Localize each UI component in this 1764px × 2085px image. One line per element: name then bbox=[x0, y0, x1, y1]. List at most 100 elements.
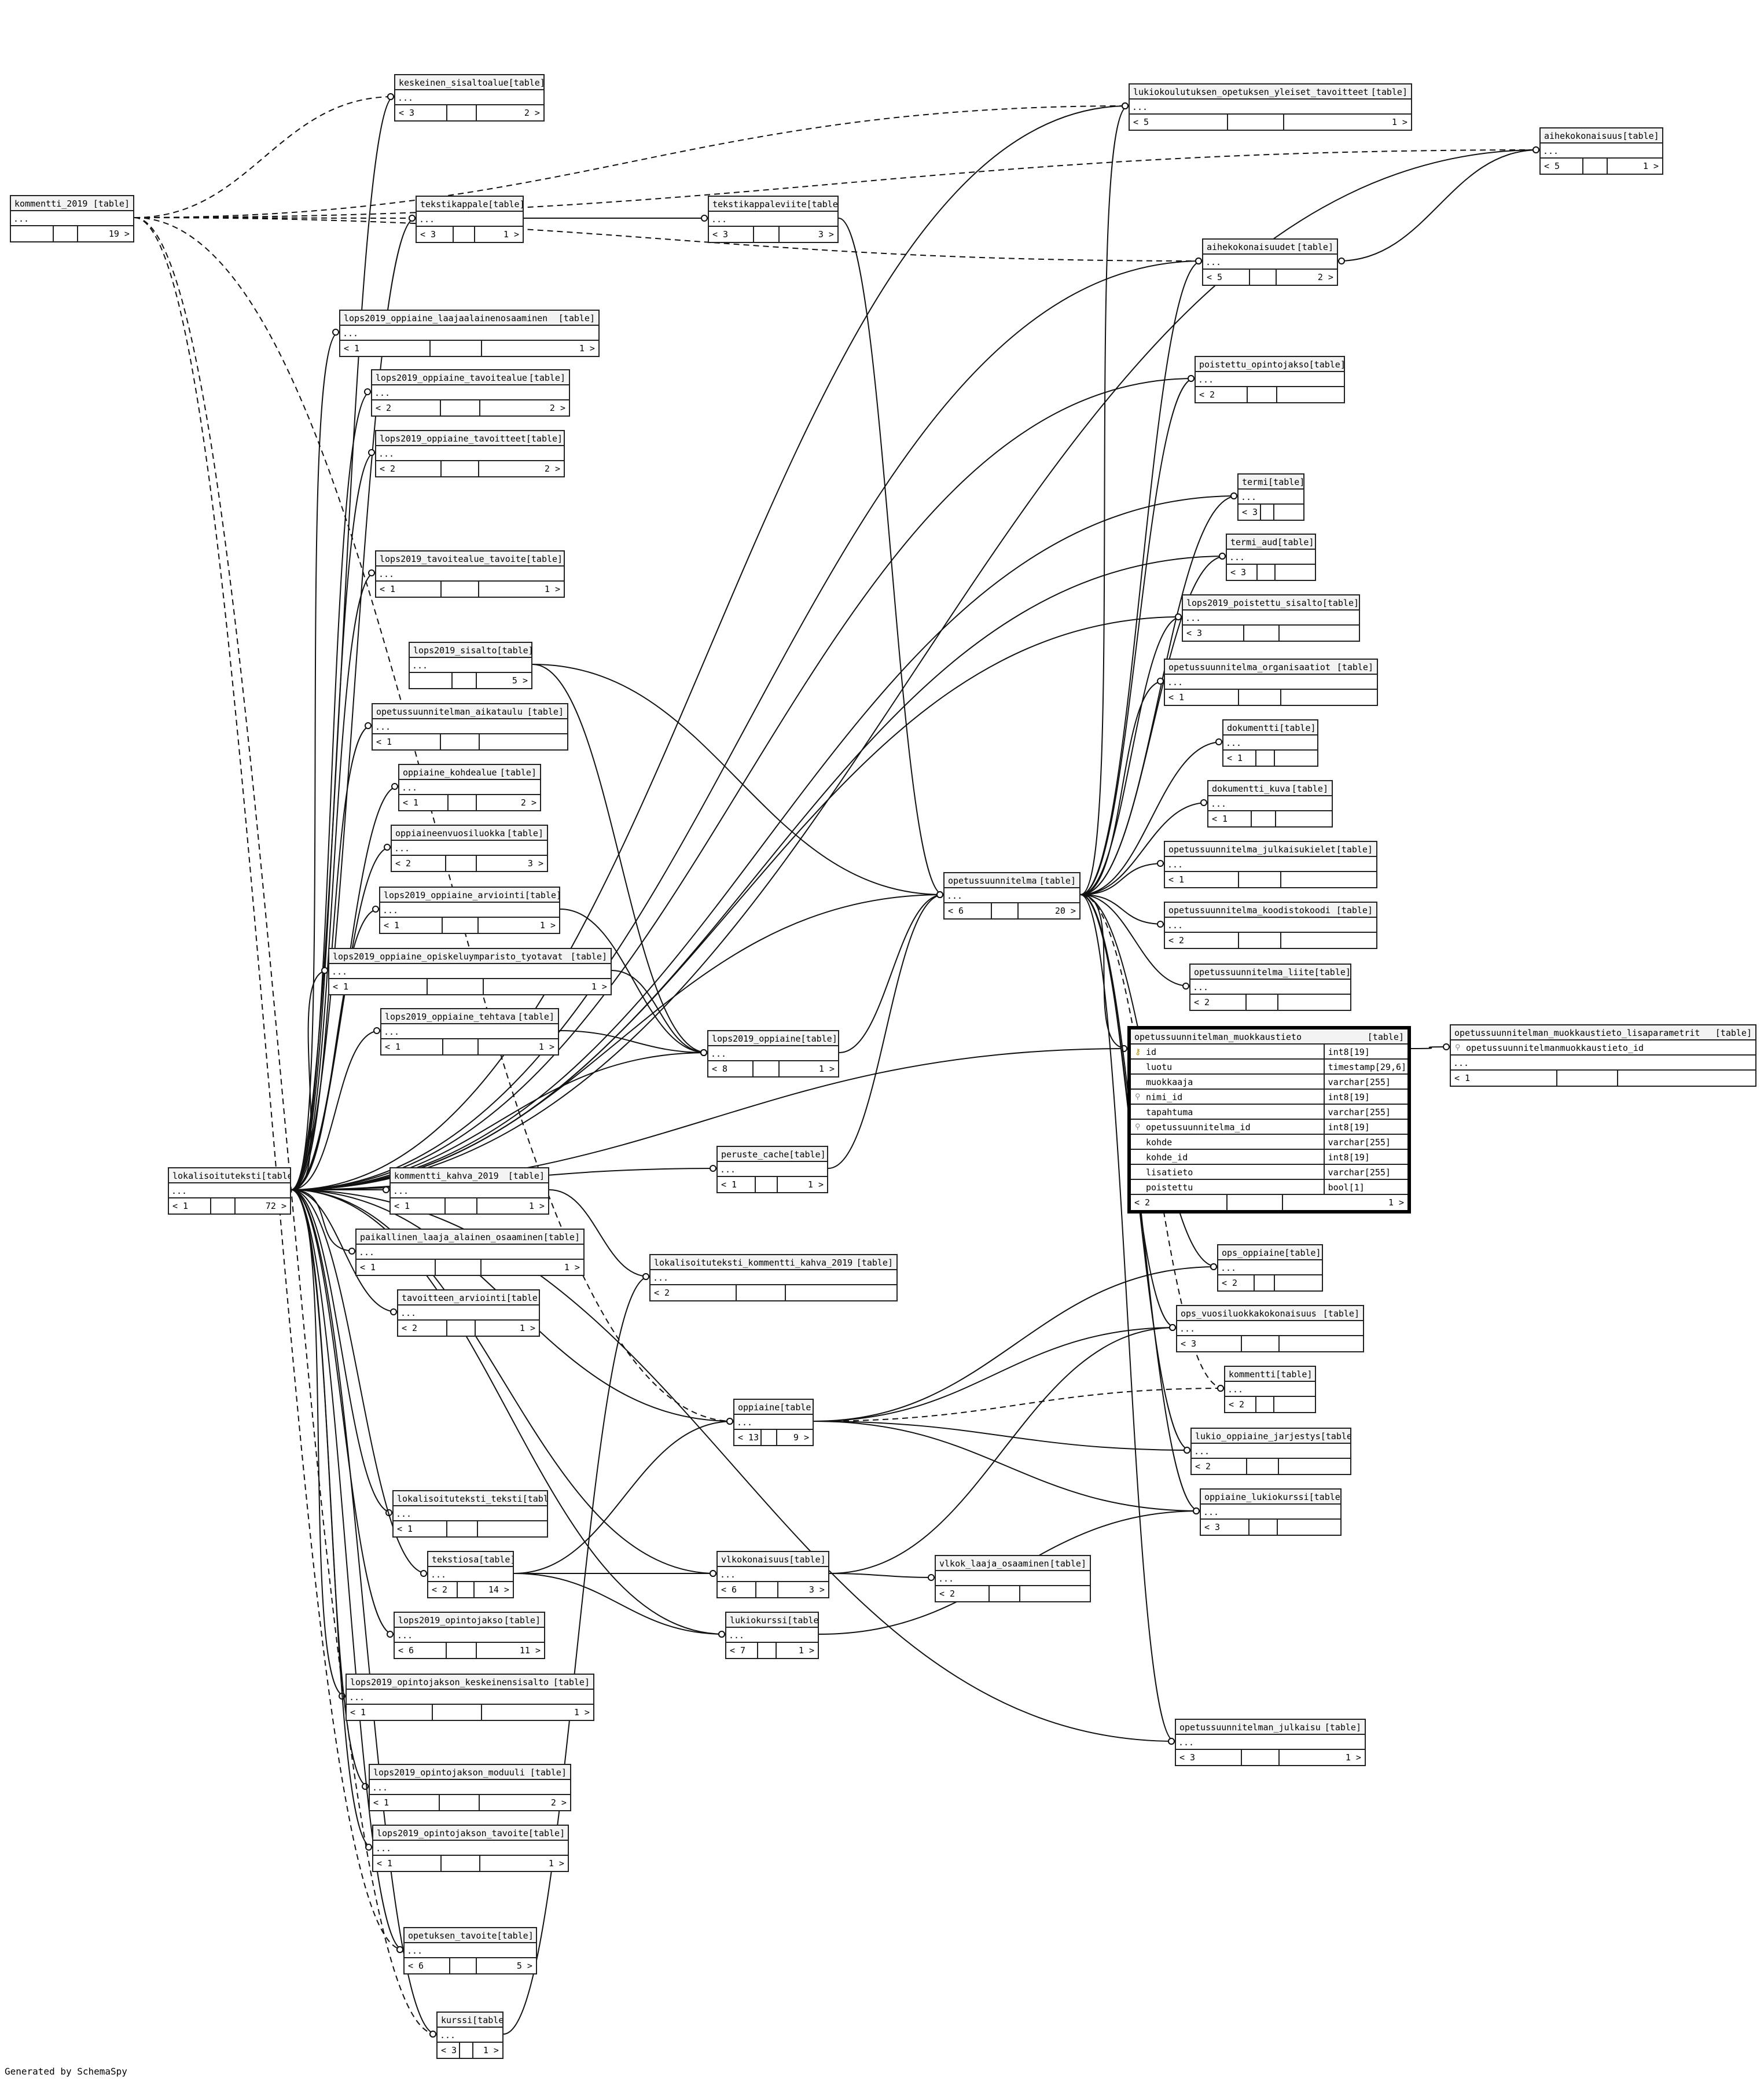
table-type-tag: [table] bbox=[800, 1034, 837, 1044]
relationship-endpoint bbox=[321, 967, 328, 974]
row-count bbox=[428, 979, 484, 994]
table-name: vlkokonaisuus bbox=[721, 1554, 789, 1565]
table-lops2019-oppiaine-laajaalainenosaaminen[interactable]: lops2019_oppiaine_laajaalainenosaaminen[… bbox=[339, 310, 600, 357]
table-lukiokoulutuksen-opetuksen-yleiset-tavoitteet[interactable]: lukiokoulutuksen_opetuksen_yleiset_tavoi… bbox=[1129, 83, 1412, 131]
table-kommentti[interactable]: kommentti[table]...< 2 bbox=[1224, 1366, 1316, 1413]
table-name: lukiokoulutuksen_opetuksen_yleiset_tavoi… bbox=[1133, 87, 1369, 97]
relationship-endpoint bbox=[396, 1946, 403, 1953]
table-opetussuunnitelman-muokkaustieto[interactable]: opetussuunnitelman_muokkaustieto[table]⚷… bbox=[1127, 1026, 1411, 1214]
collapsed-columns: ... bbox=[405, 1943, 536, 1958]
collapsed-columns: ... bbox=[438, 2028, 502, 2043]
child-count: 72 > bbox=[265, 1201, 286, 1211]
table-name: oppiaine_kohdealue bbox=[403, 767, 497, 778]
table-lokalisoituteksti[interactable]: lokalisoituteksti[table]...< 172 > bbox=[168, 1167, 291, 1215]
table-lops2019-oppiaine-arviointi[interactable]: lops2019_oppiaine_arviointi[table]...< 1… bbox=[379, 887, 560, 934]
table-type-tag: [table] bbox=[479, 1554, 513, 1565]
table-oppiaine-lukiokurssi[interactable]: oppiaine_lukiokurssi[table]...< 3 bbox=[1200, 1488, 1342, 1536]
child-count: 3 > bbox=[527, 858, 543, 869]
row-count bbox=[1228, 1195, 1283, 1210]
parent-count: < 1 bbox=[376, 582, 442, 597]
table-tavoitteen-arviointi[interactable]: tavoitteen_arviointi[table]...< 21 > bbox=[397, 1289, 540, 1337]
table-termi-aud[interactable]: termi_aud[table]...< 3 bbox=[1226, 534, 1316, 581]
table-lops2019-oppiaine-tavoitteet[interactable]: lops2019_oppiaine_tavoitteet[table]...< … bbox=[375, 430, 565, 477]
table-footer: < 1 bbox=[1165, 690, 1377, 705]
table-name: tekstiosa bbox=[432, 1554, 479, 1565]
table-dokumentti-kuva[interactable]: dokumentti_kuva[table]...< 1 bbox=[1207, 780, 1333, 828]
table-lops2019-sisalto[interactable]: lops2019_sisalto[table]...5 > bbox=[409, 642, 532, 689]
table-kommentti-2019[interactable]: kommentti_2019[table]...19 > bbox=[10, 195, 134, 242]
table-dokumentti[interactable]: dokumentti[table]...< 1 bbox=[1222, 719, 1318, 767]
relationship-line bbox=[1080, 802, 1208, 895]
table-footer: < 2 bbox=[1196, 387, 1344, 402]
table-opetussuunnitelma-organisaatiot[interactable]: opetussuunnitelma_organisaatiot[table]..… bbox=[1164, 659, 1378, 706]
table-paikallinen-laaja-alainen-osaaminen[interactable]: paikallinen_laaja_alainen_osaaminen[tabl… bbox=[355, 1229, 585, 1276]
row-count bbox=[460, 2043, 473, 2058]
relationship-endpoint bbox=[1157, 860, 1164, 867]
table-type-tag: [table] bbox=[497, 645, 532, 656]
table-type-tag: [table] bbox=[1314, 967, 1350, 977]
table-lops2019-opintojakson-tavoite[interactable]: lops2019_opintojakson_tavoite[table]...<… bbox=[372, 1825, 569, 1872]
parent-count: < 3 bbox=[1201, 1520, 1250, 1535]
table-opetussuunnitelman-julkaisu[interactable]: opetussuunnitelman_julkaisu[table]...< 3… bbox=[1175, 1719, 1366, 1766]
table-lukiokurssi[interactable]: lukiokurssi[table]...< 71 > bbox=[725, 1612, 819, 1659]
child-count bbox=[1020, 1586, 1090, 1601]
row-count bbox=[756, 1177, 778, 1192]
table-lokalisoituteksti-kommentti-kahva-2019[interactable]: lokalisoituteksti_kommentti_kahva_2019[t… bbox=[649, 1254, 898, 1301]
table-lokalisoituteksti-teksti[interactable]: lokalisoituteksti_teksti[table]...< 1 bbox=[392, 1490, 548, 1538]
table-opetussuunnitelman-aikataulu[interactable]: opetussuunnitelman_aikataulu[table]...< … bbox=[372, 703, 568, 751]
child-count: 1 > bbox=[807, 1179, 824, 1190]
table-opetussuunnitelma-julkaisukielet[interactable]: opetussuunnitelma_julkaisukielet[table].… bbox=[1164, 841, 1377, 888]
table-lops2019-tavoitealue-tavoite[interactable]: lops2019_tavoitealue_tavoite[table]...< … bbox=[375, 550, 565, 598]
table-ops-oppiaine[interactable]: ops_oppiaine[table]...< 2 bbox=[1217, 1244, 1323, 1292]
table-header: opetussuunnitelma_julkaisukielet[table] bbox=[1165, 842, 1376, 857]
table-ops-vuosiluokkakokonaisuus[interactable]: ops_vuosiluokkakokonaisuus[table]...< 3 bbox=[1176, 1305, 1364, 1352]
table-kurssi[interactable]: kurssi[table]...< 31 > bbox=[436, 2012, 504, 2059]
table-lops2019-opintojakson-moduuli[interactable]: lops2019_opintojakson_moduuli[table]...<… bbox=[369, 1764, 571, 1811]
table-tekstikappaleviite[interactable]: tekstikappaleviite[table]...< 33 > bbox=[708, 196, 839, 243]
table-lops2019-poistettu-sisalto[interactable]: lops2019_poistettu_sisalto[table]...< 3 bbox=[1182, 594, 1360, 642]
child-count: 20 > bbox=[1054, 906, 1076, 916]
table-lops2019-oppiaine-opiskeluymparisto-tyotavat[interactable]: lops2019_oppiaine_opiskeluymparisto_tyot… bbox=[328, 948, 612, 995]
table-termi[interactable]: termi[table]...< 3 bbox=[1237, 473, 1304, 521]
relationship-line bbox=[134, 217, 404, 1950]
table-name: opetuksen_tavoite bbox=[408, 1930, 497, 1941]
table-lukio-oppiaine-jarjestys[interactable]: lukio_oppiaine_jarjestys[table]...< 2 bbox=[1190, 1428, 1351, 1475]
table-opetussuunnitelman-muokkaustieto-lisaparametrit[interactable]: opetussuunnitelman_muokkaustieto_lisapar… bbox=[1450, 1024, 1756, 1087]
table-lops2019-opintojakson-keskeinensisalto[interactable]: lops2019_opintojakson_keskeinensisalto[t… bbox=[346, 1674, 594, 1721]
relationship-line bbox=[1080, 894, 1225, 1389]
table-opetussuunnitelma-liite[interactable]: opetussuunnitelma_liite[table]...< 2 bbox=[1189, 964, 1351, 1011]
table-lops2019-oppiaine-tavoitealue[interactable]: lops2019_oppiaine_tavoitealue[table]...<… bbox=[371, 369, 570, 417]
table-header: ops_oppiaine[table] bbox=[1218, 1245, 1322, 1260]
table-oppiaine[interactable]: oppiaine[table]...< 139 > bbox=[733, 1399, 814, 1446]
table-opetussuunnitelma-koodistokoodi[interactable]: opetussuunnitelma_koodistokoodi[table]..… bbox=[1164, 902, 1377, 949]
parent-count: < 8 bbox=[708, 1061, 754, 1076]
table-type-tag: [table] bbox=[525, 433, 563, 444]
row-count bbox=[1256, 1397, 1275, 1412]
table-type-tag: [table] bbox=[1296, 242, 1333, 252]
table-footer: < 2 bbox=[1190, 995, 1350, 1010]
relationship-line bbox=[829, 1573, 935, 1578]
table-poistettu-opintojakso[interactable]: poistettu_opintojakso[table]...< 2 bbox=[1195, 356, 1345, 403]
child-count: 3 > bbox=[808, 1584, 825, 1595]
row-count bbox=[1228, 115, 1285, 130]
table-type-tag: [table] bbox=[527, 707, 564, 717]
table-type-tag: [table] bbox=[1291, 784, 1328, 794]
table-vlkok-laaja-osaaminen[interactable]: vlkok_laaja_osaaminen[table]...< 2 bbox=[935, 1555, 1091, 1602]
